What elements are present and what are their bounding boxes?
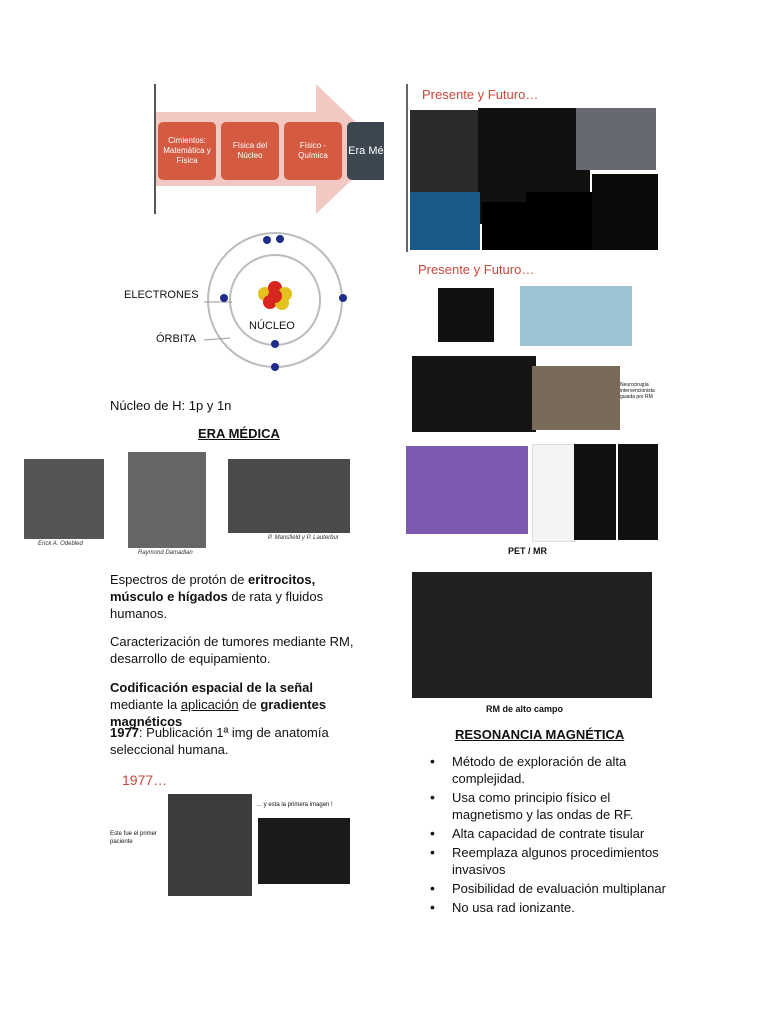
- panel-present-future-1: Presente y Futuro…: [406, 84, 658, 252]
- paragraph-spectra: Espectros de protón de eritrocitos, músc…: [110, 571, 360, 622]
- high-field-caption: RM de alto campo: [486, 704, 564, 714]
- first-image-caption: … y esta la primera imagen !: [256, 802, 333, 808]
- panel-pet-mr: PET / MR: [406, 444, 658, 562]
- atom-svg: [203, 232, 347, 371]
- first-patient-photo: [168, 794, 252, 896]
- bullet-item: Posibilidad de evaluación multiplanar: [428, 880, 668, 897]
- portrait-caption: P. Mansfield y P. Lauterbur: [268, 535, 339, 541]
- text-span: : Publicación 1ª img de anatomía selecci…: [110, 725, 329, 757]
- spectroscopy-image: [482, 202, 526, 250]
- timeline-figure: Cimientos: Matemática y Física Física de…: [152, 84, 384, 214]
- electrons-label: ELECTRONES: [124, 289, 199, 301]
- bullet-item: Método de exploración de alta complejida…: [428, 753, 668, 787]
- paragraph-1977: 1977: Publicación 1ª img de anatomía sel…: [110, 724, 370, 758]
- tractography-image: [526, 192, 594, 250]
- patient-scanner-image: [520, 286, 632, 346]
- orbit-label: ÓRBITA: [156, 333, 197, 345]
- panel-title: Presente y Futuro…: [422, 87, 539, 102]
- panel-present-future-2: Presente y Futuro… Neurocirugía interven…: [406, 258, 658, 432]
- pet-mr-caption: PET / MR: [508, 546, 548, 556]
- panel-divider: [406, 84, 408, 252]
- bullet-item: Usa como principio físico el magnetismo …: [428, 789, 668, 823]
- text-span: mediante la: [110, 697, 181, 712]
- vessels-image: [592, 174, 658, 250]
- portrait-mansfield-lauterbur: P. Mansfield y P. Lauterbur: [228, 459, 350, 555]
- bullet-item: Reemplaza algunos procedimientos invasiv…: [428, 844, 668, 878]
- pet-mr-fusion-image-2: [618, 444, 658, 540]
- timeline-box-nuclear-physics: Física del Núcleo: [221, 122, 279, 180]
- nucleus-label: NÚCLEO: [249, 320, 295, 332]
- paragraph-spatial-encoding: Codificación espacial de la señal median…: [110, 679, 370, 730]
- brain-slices-image: [412, 356, 536, 432]
- mri-heading: RESONANCIA MAGNÉTICA: [455, 727, 625, 742]
- brain-activation-image: [576, 108, 656, 170]
- pet-body-image: [532, 444, 576, 542]
- portrait-caption: Erick A. Odebled: [38, 541, 83, 547]
- first-image-photo: [258, 818, 350, 884]
- text-span: de: [238, 697, 261, 712]
- bullet-item: No usa rad ionizante.: [428, 899, 668, 916]
- text-span: de rata y fluidos humanos.: [110, 589, 324, 621]
- timeline-box-physical-chemistry: Físico - Química: [284, 122, 342, 180]
- panel-high-field: RM de alto campo: [412, 572, 652, 718]
- medical-era-heading: ERA MÉDICA: [198, 426, 280, 441]
- text-span-bold: 1977: [110, 725, 139, 740]
- neurosurgery-note: Neurocirugía intervencionista guiada por…: [620, 382, 655, 400]
- text-span-bold: Codificación espacial de la señal: [110, 680, 314, 695]
- portrait-caption: Raymond Damadian: [138, 550, 193, 556]
- pet-mr-fusion-image-1: [574, 444, 616, 540]
- mri-knee-image: [438, 288, 494, 342]
- text-span-underlined: aplicación: [180, 697, 239, 712]
- timeline-box-foundations: Cimientos: Matemática y Física: [158, 122, 216, 180]
- atom-diagram: ELECTRONES ÓRBITA NÚCLEO: [112, 230, 372, 380]
- thermal-brain-image: [410, 192, 480, 250]
- panel-title: Presente y Futuro…: [418, 262, 535, 277]
- text-span-bold: eritrocitos, músculo e hígados: [110, 572, 316, 604]
- figure-1977: 1977… Este fue el primer paciente … y es…: [108, 768, 364, 902]
- text-span: Espectros de protón de: [110, 572, 249, 587]
- operating-room-image: [532, 366, 620, 430]
- bullet-item: Alta capacidad de contrate tisular: [428, 825, 668, 842]
- scanner-room-image: [406, 446, 528, 534]
- portrait-damadian: Raymond Damadian: [128, 452, 208, 558]
- timeline-box-medical-era: Era Médica: [347, 122, 384, 180]
- figure-1977-title: 1977…: [122, 772, 168, 788]
- mri-sagittal-image: [410, 110, 480, 194]
- paragraph-tumors: Caracterización de tumores mediante RM, …: [110, 634, 354, 666]
- timeline-axis: [154, 84, 156, 214]
- high-field-mri-image: [412, 572, 652, 698]
- hydrogen-nucleus-text: Núcleo de H: 1p y 1n: [110, 398, 232, 413]
- text-span-bold: gradientes magnéticos: [110, 697, 327, 729]
- portrait-odeblad: Erick A. Odebled: [24, 459, 104, 549]
- mri-features: Método de exploración de alta complejida…: [428, 753, 668, 918]
- first-patient-caption: Este fue el primer paciente: [110, 831, 158, 845]
